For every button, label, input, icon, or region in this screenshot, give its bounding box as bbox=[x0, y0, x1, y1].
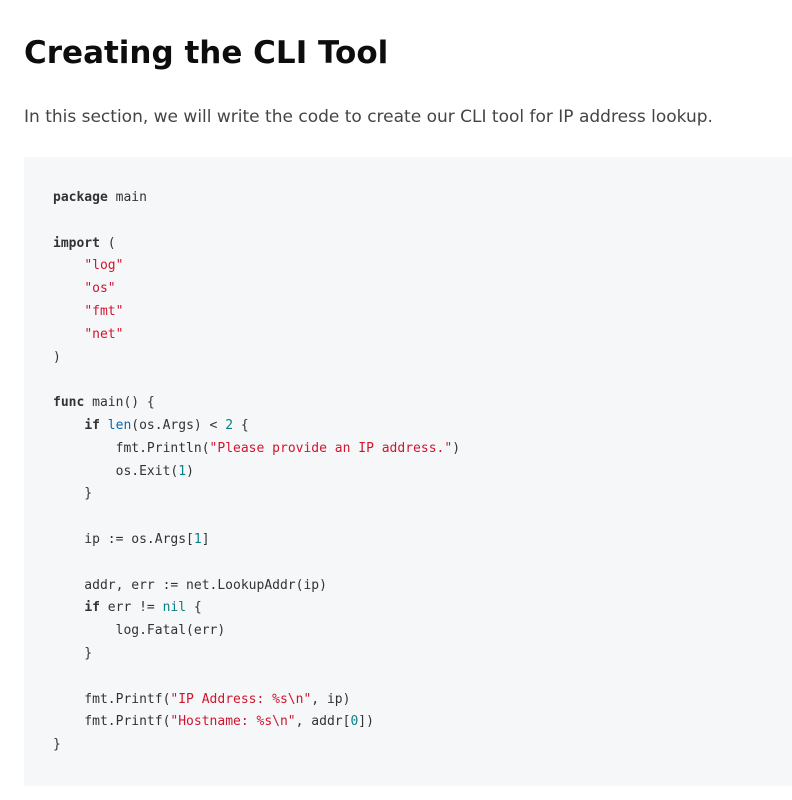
code-line: package main bbox=[53, 187, 792, 210]
code-text: fmt.Printf( bbox=[53, 691, 171, 707]
code-text: ] bbox=[201, 531, 210, 547]
code-text bbox=[53, 418, 84, 433]
code-text: } bbox=[53, 486, 93, 502]
code-string: "IP Address: %s\n" bbox=[170, 691, 312, 707]
code-block[interactable]: package main​import ( "log" "os" "fmt" "… bbox=[24, 157, 792, 786]
code-text bbox=[53, 304, 84, 319]
code-line: ​ bbox=[53, 506, 792, 529]
code-number: 0 bbox=[350, 714, 359, 730]
code-text: ) bbox=[186, 463, 194, 479]
code-line: ip := os.Args[1] bbox=[53, 529, 792, 552]
code-number: 2 bbox=[225, 417, 234, 433]
code-keyword: import bbox=[53, 235, 100, 251]
code-line: ​ bbox=[53, 369, 792, 392]
code-text bbox=[100, 418, 108, 433]
code-line: "log" bbox=[53, 255, 792, 278]
code-text: ) bbox=[452, 440, 461, 456]
code-text: fmt.Printf( bbox=[53, 714, 171, 730]
code-line: } bbox=[53, 643, 792, 666]
code-line: fmt.Printf("Hostname: %s\n", addr[0]) bbox=[53, 711, 792, 734]
code-line: if err != nil { bbox=[53, 597, 792, 620]
code-line: fmt.Printf("IP Address: %s\n", ip) bbox=[53, 689, 792, 712]
code-text bbox=[53, 281, 84, 296]
code-text: ip := os.Args[ bbox=[53, 531, 194, 547]
code-content: package main​import ( "log" "os" "fmt" "… bbox=[53, 187, 792, 757]
code-string: "fmt" bbox=[84, 303, 124, 319]
code-line: if len(os.Args) < 2 { bbox=[53, 415, 792, 438]
code-text: fmt.Println( bbox=[53, 440, 210, 456]
code-text: ]) bbox=[358, 714, 374, 730]
code-text: ) bbox=[53, 349, 61, 365]
page-heading: Creating the CLI Tool bbox=[24, 35, 389, 71]
code-line: func main() { bbox=[53, 392, 792, 415]
code-text: { bbox=[233, 417, 249, 433]
code-line: addr, err := net.LookupAddr(ip) bbox=[53, 575, 792, 598]
code-line: "fmt" bbox=[53, 301, 792, 324]
code-line: ​ bbox=[53, 552, 792, 575]
code-line: os.Exit(1) bbox=[53, 461, 792, 484]
code-line: } bbox=[53, 483, 792, 506]
code-line: "os" bbox=[53, 278, 792, 301]
code-text: addr, err := net.LookupAddr(ip) bbox=[53, 577, 327, 593]
code-string: "Please provide an IP address." bbox=[209, 440, 453, 456]
code-number: 1 bbox=[178, 463, 187, 479]
code-line: import ( bbox=[53, 233, 792, 256]
code-text: { bbox=[186, 600, 202, 616]
code-text bbox=[53, 258, 84, 273]
code-text: , ip) bbox=[311, 691, 351, 707]
code-text bbox=[53, 600, 84, 615]
code-keyword: if bbox=[84, 417, 100, 433]
code-text: log.Fatal(err) bbox=[53, 623, 226, 639]
code-line: ​ bbox=[53, 210, 792, 233]
code-line: log.Fatal(err) bbox=[53, 620, 792, 643]
code-line: ​ bbox=[53, 666, 792, 689]
code-text: } bbox=[53, 737, 61, 753]
code-string: "net" bbox=[84, 326, 124, 342]
code-text: } bbox=[53, 645, 93, 661]
code-line: ) bbox=[53, 347, 792, 370]
code-keyword: package bbox=[53, 190, 108, 205]
code-string: "Hostname: %s\n" bbox=[170, 714, 296, 730]
code-line: "net" bbox=[53, 324, 792, 347]
code-text: ( bbox=[99, 235, 116, 251]
code-number: nil bbox=[162, 600, 187, 616]
code-string: "log" bbox=[84, 258, 124, 274]
code-number: 1 bbox=[193, 531, 202, 547]
code-text: , addr[ bbox=[295, 714, 351, 730]
code-text bbox=[53, 327, 84, 342]
code-text: err != bbox=[99, 600, 163, 616]
code-line: fmt.Println("Please provide an IP addres… bbox=[53, 438, 792, 461]
code-text: main bbox=[107, 190, 147, 205]
intro-paragraph: In this section, we will write the code … bbox=[24, 107, 713, 127]
code-keyword: func bbox=[53, 395, 85, 411]
code-keyword: if bbox=[84, 600, 100, 616]
code-text: (os.Args) < bbox=[131, 417, 226, 433]
code-line: } bbox=[53, 734, 792, 757]
code-text: os.Exit( bbox=[53, 463, 179, 479]
code-string: "os" bbox=[84, 281, 116, 297]
code-builtin: len bbox=[107, 417, 132, 433]
code-text: main() { bbox=[84, 395, 155, 411]
